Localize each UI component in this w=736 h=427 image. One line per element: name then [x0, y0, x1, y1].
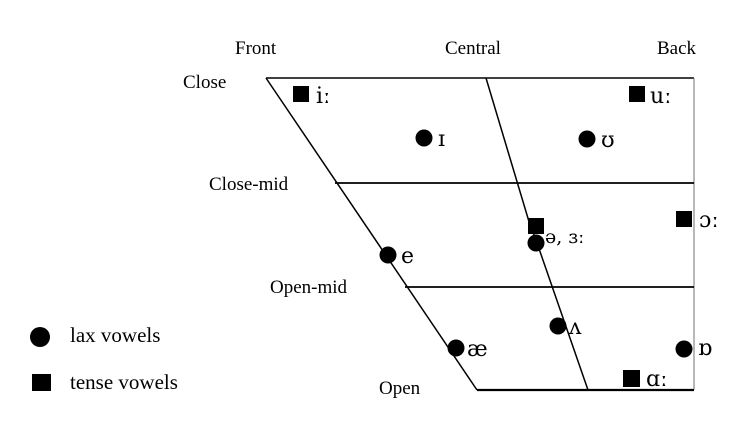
- tense-marker: [293, 86, 309, 102]
- vowel-symbol: iː: [316, 84, 330, 109]
- row-label-open-mid: Open-mid: [270, 277, 348, 298]
- column-label-back: Back: [657, 38, 697, 59]
- column-label-central: Central: [445, 38, 501, 59]
- vowel-symbol: ʌ: [568, 315, 582, 340]
- vowel-symbol: æ: [467, 337, 488, 362]
- tense-marker: [629, 86, 645, 102]
- vowel-symbol: ɪ: [438, 127, 445, 152]
- row-label-open: Open: [379, 378, 421, 399]
- vowel-symbol: ə, ɜː: [545, 226, 584, 248]
- vowel-wedge: ʌ: [549, 315, 582, 340]
- legend-lax-label: lax vowels: [70, 323, 160, 347]
- lax-marker: [549, 317, 567, 335]
- row-label-close: Close: [183, 72, 226, 93]
- lax-marker: [379, 246, 397, 264]
- legend: lax vowels tense vowels: [30, 323, 178, 394]
- lax-marker: [578, 130, 596, 148]
- vowel-near-close-front: ɪ: [415, 127, 445, 152]
- tense-marker: [528, 218, 544, 234]
- lax-marker: [527, 234, 545, 252]
- vowel-symbol: e: [401, 244, 414, 269]
- vowel-near-close-back: ʊ: [578, 128, 615, 153]
- vowel-turned-script-a: ɒ: [675, 336, 712, 361]
- vowel-symbol: ɔː: [699, 208, 719, 233]
- tense-marker: [676, 211, 692, 227]
- lax-marker: [675, 340, 693, 358]
- row-label-close-mid: Close-mid: [209, 174, 289, 195]
- vowel-ae: æ: [447, 337, 488, 362]
- vowel-e: e: [379, 244, 414, 269]
- vowel-u-long: uː: [629, 84, 672, 109]
- vowel-symbol: uː: [650, 84, 672, 109]
- legend-tense-marker: [32, 374, 51, 391]
- vowel-symbol: ɒ: [698, 336, 712, 361]
- lax-marker: [447, 339, 465, 357]
- vowel-schwa-er: ə, ɜː: [527, 218, 584, 252]
- vowel-symbol: ɑː: [646, 367, 668, 392]
- lax-marker: [415, 129, 433, 147]
- vowel-script-a-long: ɑː: [623, 367, 668, 392]
- legend-lax-marker: [30, 327, 50, 347]
- vowel-symbol: ʊ: [601, 128, 615, 153]
- front-edge: [265, 77, 478, 391]
- vowel-i-long: iː: [293, 84, 330, 109]
- tense-marker: [623, 370, 640, 387]
- column-label-front: Front: [235, 38, 277, 59]
- vowel-open-o-long: ɔː: [676, 208, 719, 233]
- legend-tense-label: tense vowels: [70, 370, 178, 394]
